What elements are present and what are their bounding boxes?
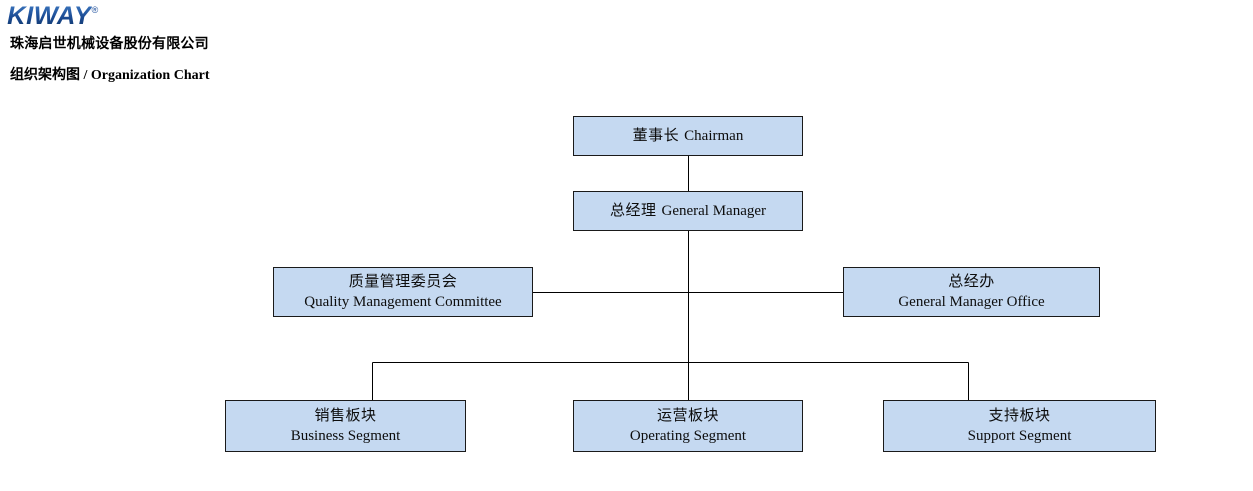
org-node-support-cn: 支持板块 — [988, 407, 1051, 425]
org-node-general-manager-cn: 总经理 — [609, 202, 657, 220]
company-name: 珠海启世机械设备股份有限公司 — [10, 35, 209, 51]
org-node-gmo-cn: 总经办 — [948, 273, 995, 291]
org-node-operating-cn: 运营板块 — [656, 407, 719, 425]
org-node-qmc-en: Quality Management Committee — [304, 293, 502, 310]
org-node-general-manager-en: General Manager — [661, 203, 767, 220]
org-node-qmc-cn: 质量管理委员会 — [348, 273, 458, 291]
page-header: KIWAY® 珠海启世机械设备股份有限公司 组织架构图 / Organizati… — [0, 0, 1253, 95]
org-node-chairman-cn: 董事长 — [632, 127, 680, 145]
org-node-quality-management-committee[interactable]: 质量管理委员会 Quality Management Committee — [273, 267, 533, 317]
org-node-operating-segment[interactable]: 运营板块 Operating Segment — [573, 400, 803, 452]
page-title-cn: 组织架构图 — [10, 66, 80, 82]
org-node-business-en: Business Segment — [290, 427, 401, 444]
org-node-support-en: Support Segment — [967, 427, 1072, 444]
org-node-general-manager-office[interactable]: 总经办 General Manager Office — [843, 267, 1100, 317]
org-node-gmo-en: General Manager Office — [898, 293, 1045, 310]
org-node-operating-en: Operating Segment — [629, 427, 747, 444]
org-node-support-segment[interactable]: 支持板块 Support Segment — [883, 400, 1156, 452]
logo-wordmark: KIWAY — [7, 2, 92, 31]
page-title: 组织架构图 / Organization Chart — [10, 64, 210, 84]
org-node-business-segment[interactable]: 销售板块 Business Segment — [225, 400, 466, 452]
page-title-en: / Organization Chart — [83, 68, 210, 83]
kiway-logo: KIWAY® — [7, 2, 99, 31]
org-node-chairman-en: Chairman — [684, 128, 744, 145]
registered-trademark-icon: ® — [91, 5, 99, 15]
org-node-business-cn: 销售板块 — [314, 407, 377, 425]
